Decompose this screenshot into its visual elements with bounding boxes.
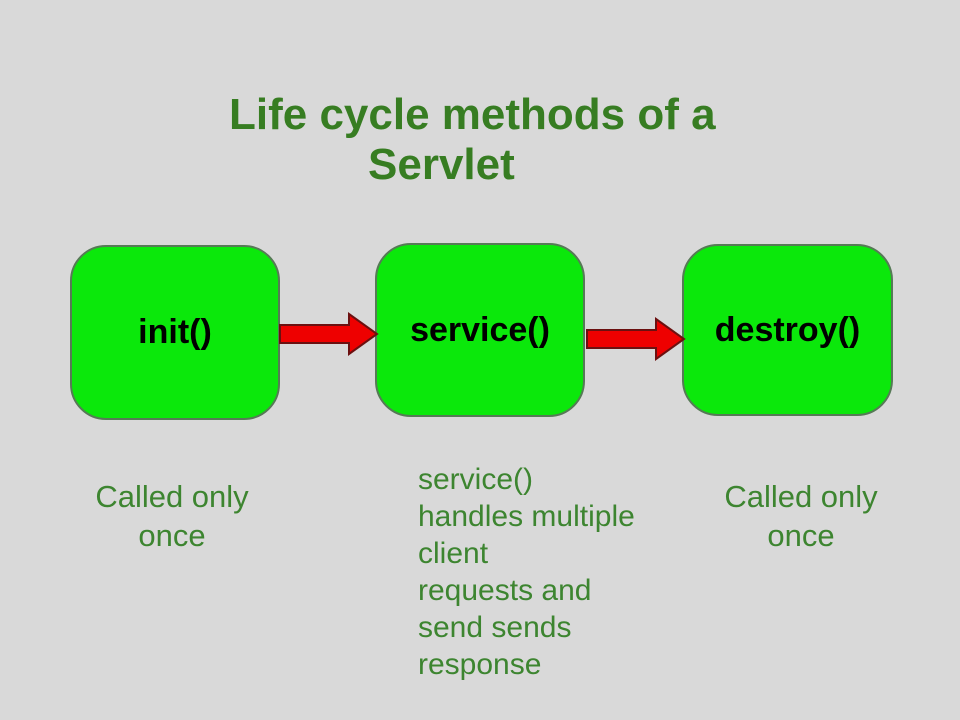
init-caption: Called only once [95, 479, 249, 553]
destroy-caption: Called only once [724, 479, 878, 553]
slide-title-line-1: Life cycle methods of a [229, 90, 716, 139]
arrow-init-to-service-icon [279, 312, 379, 356]
slide-title-line-2: Servlet [368, 140, 515, 189]
arrow-service-to-destroy-icon [586, 317, 686, 361]
init-box: init() [70, 245, 280, 420]
destroy-box: destroy() [682, 244, 893, 416]
init-box-label: init() [138, 313, 212, 351]
destroy-box-label: destroy() [714, 310, 861, 349]
service-box: service() [375, 243, 585, 417]
service-box-label: service() [410, 310, 550, 349]
service-caption: service() handles multiple client reques… [418, 463, 635, 681]
